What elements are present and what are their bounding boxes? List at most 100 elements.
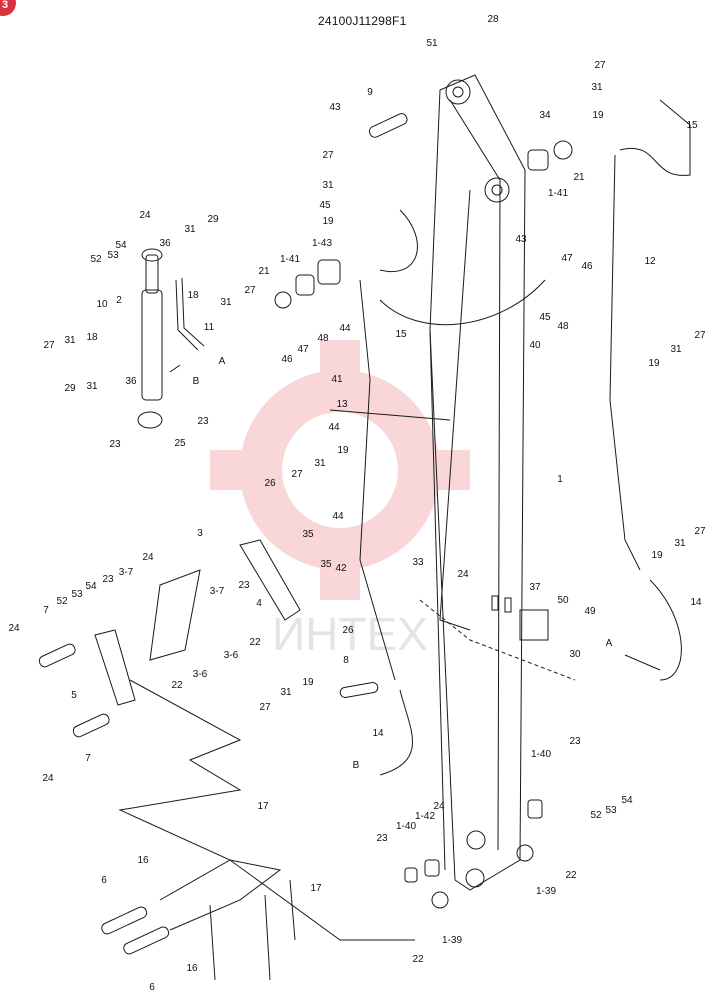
callout-c44b: 44 bbox=[328, 422, 340, 433]
callout-c22a: 22 bbox=[249, 637, 261, 648]
callout-c3: 3 bbox=[197, 528, 203, 539]
callout-c19a: 19 bbox=[592, 110, 604, 121]
boom-body bbox=[429, 74, 549, 891]
callout-c11: 11 bbox=[204, 322, 215, 333]
callout-c52c: 52 bbox=[590, 810, 602, 821]
link-3 bbox=[149, 569, 201, 661]
boss-1-39b bbox=[431, 891, 449, 909]
linkage-frame bbox=[118, 679, 415, 941]
callout-c10: 10 bbox=[96, 299, 108, 310]
pipe-12 bbox=[609, 154, 641, 571]
callout-c19f: 19 bbox=[302, 677, 314, 688]
callout-c23a: 23 bbox=[197, 416, 209, 427]
callout-c21b: 21 bbox=[258, 266, 270, 277]
callout-c22b: 22 bbox=[171, 680, 183, 691]
bushing-1-40b bbox=[404, 867, 418, 883]
callout-c54b: 54 bbox=[85, 581, 97, 592]
callout-c31e: 31 bbox=[64, 335, 76, 346]
callout-c33: 33 bbox=[412, 557, 424, 568]
callout-c8: 8 bbox=[343, 655, 349, 666]
callout-c15b: 15 bbox=[395, 329, 407, 340]
callout-c44c: 44 bbox=[332, 511, 344, 522]
callout-c23c: 23 bbox=[238, 580, 250, 591]
pin-9 bbox=[368, 113, 408, 138]
link-4 bbox=[239, 539, 301, 621]
callout-c139a: 1-39 bbox=[536, 886, 556, 897]
callout-c23b: 23 bbox=[109, 439, 121, 450]
callout-c52b: 52 bbox=[56, 596, 68, 607]
bushing-1-42 bbox=[424, 859, 440, 877]
callout-c22d: 22 bbox=[412, 954, 424, 965]
callout-c30: 30 bbox=[569, 649, 581, 660]
callout-c29a: 29 bbox=[207, 214, 219, 225]
callout-c141a: 1-41 bbox=[548, 188, 568, 199]
callout-c7b: 7 bbox=[85, 753, 91, 764]
callout-c31d: 31 bbox=[220, 297, 232, 308]
callout-c54c: 54 bbox=[621, 795, 633, 806]
washer-21 bbox=[553, 140, 573, 160]
callout-c142: 1-42 bbox=[415, 811, 435, 822]
pin-7-top bbox=[38, 643, 76, 668]
hose-15-upper bbox=[619, 99, 691, 176]
pin-8 bbox=[339, 682, 379, 698]
line-art bbox=[38, 74, 691, 981]
callout-c26b: 26 bbox=[342, 625, 354, 636]
hose-15-middle bbox=[379, 209, 418, 272]
callout-c4: 4 bbox=[256, 598, 262, 609]
callout-c9: 9 bbox=[367, 87, 373, 98]
callout-c29b: 29 bbox=[64, 383, 76, 394]
arm-cylinder bbox=[137, 248, 205, 429]
callout-c36d: 3-6 bbox=[193, 669, 208, 680]
callout-c6a: 6 bbox=[101, 875, 107, 886]
callout-c22c: 22 bbox=[565, 870, 577, 881]
callout-c37a: 3-7 bbox=[119, 567, 134, 578]
callout-c7a: 7 bbox=[43, 605, 49, 616]
callout-c17b: 17 bbox=[310, 883, 322, 894]
callout-c34: 34 bbox=[539, 110, 551, 121]
callout-c51: 51 bbox=[426, 38, 438, 49]
callout-c27g: 27 bbox=[694, 526, 706, 537]
page-badge: 3 bbox=[0, 0, 16, 16]
callout-c140b: 1-40 bbox=[396, 821, 416, 832]
callout-cB2: B bbox=[353, 760, 360, 771]
callout-c16a: 16 bbox=[137, 855, 149, 866]
bushing-1-43 bbox=[317, 259, 341, 285]
callout-c37b: 3-7 bbox=[210, 586, 225, 597]
callout-c12: 12 bbox=[644, 256, 656, 267]
callout-c19e: 19 bbox=[651, 550, 663, 561]
callout-c43b: 43 bbox=[515, 234, 527, 245]
callout-c31h: 31 bbox=[314, 458, 326, 469]
callout-c48b: 48 bbox=[317, 333, 329, 344]
pin-6-upper bbox=[101, 906, 148, 935]
callout-c36b: 36 bbox=[125, 376, 137, 387]
callout-c19c: 19 bbox=[648, 358, 660, 369]
callout-c47a: 47 bbox=[561, 253, 573, 264]
callout-c42: 42 bbox=[335, 563, 347, 574]
callout-c23d: 23 bbox=[102, 574, 114, 585]
callout-c15a: 15 bbox=[686, 120, 698, 131]
callout-c2: 2 bbox=[116, 295, 122, 306]
callout-c28: 28 bbox=[487, 14, 499, 25]
watermark: ИНТЕХ bbox=[210, 340, 470, 660]
callout-c53c: 53 bbox=[605, 805, 617, 816]
callout-c14a: 14 bbox=[690, 597, 702, 608]
bucket-bracket-sides bbox=[209, 879, 296, 981]
boss-1-39 bbox=[516, 844, 534, 862]
callout-c50: 50 bbox=[557, 595, 569, 606]
callout-c31i: 31 bbox=[674, 538, 686, 549]
pin-6-lower bbox=[123, 926, 170, 955]
drawing-number: 24100J11298F1 bbox=[318, 14, 407, 28]
callout-c45a: 45 bbox=[319, 200, 331, 211]
callout-c48a: 48 bbox=[557, 321, 569, 332]
callout-c18b: 18 bbox=[86, 332, 98, 343]
callout-c46a: 46 bbox=[581, 261, 593, 272]
hose-14-right bbox=[649, 579, 682, 681]
callout-c27a: 27 bbox=[594, 60, 606, 71]
callout-c44a: 44 bbox=[339, 323, 351, 334]
callout-cA2: A bbox=[606, 638, 613, 649]
callout-c5: 5 bbox=[71, 690, 77, 701]
callout-c26a: 26 bbox=[264, 478, 276, 489]
callout-c36c: 3-6 bbox=[224, 650, 239, 661]
callout-c1: 1 bbox=[557, 474, 563, 485]
